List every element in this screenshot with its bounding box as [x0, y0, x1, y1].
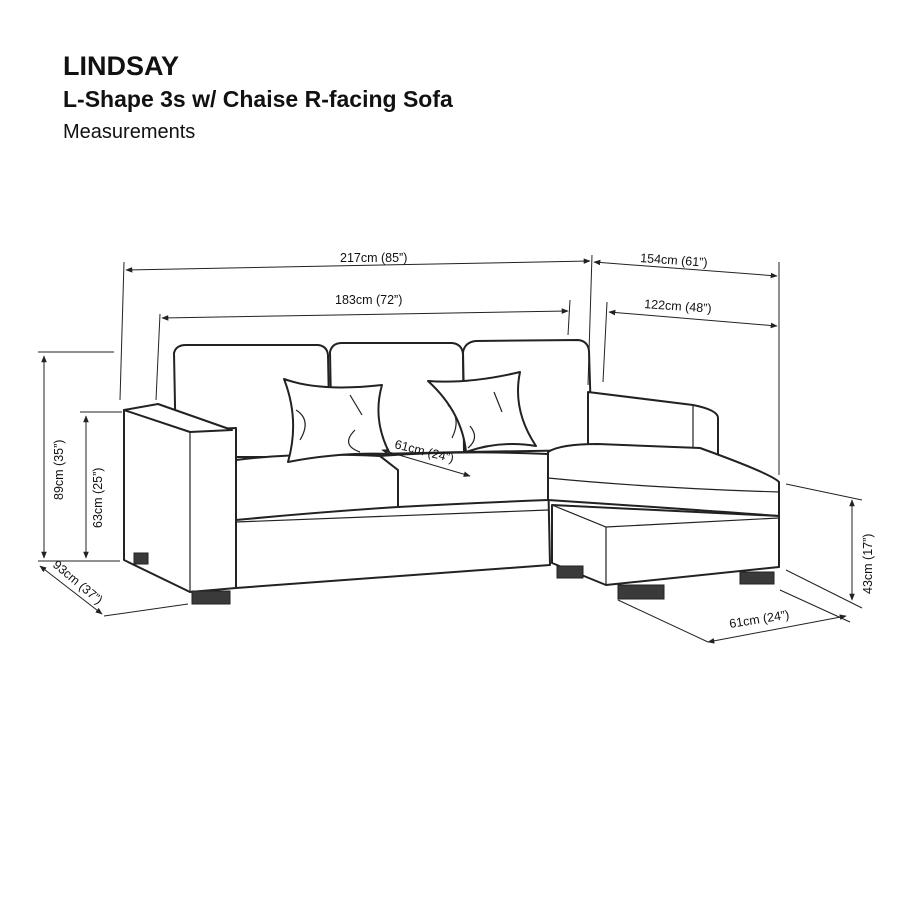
dim-arm-height-label: 63cm (25”) [91, 468, 105, 528]
ext-line-mid-inner [567, 299, 571, 336]
product-title: LINDSAY [63, 51, 180, 81]
ext-line-seat-height-top [785, 483, 863, 501]
seat-base-line [235, 509, 549, 523]
leg-back-left [133, 552, 149, 565]
ext-line-seat-height-bottom [785, 569, 863, 609]
ext-line-depth-front [103, 603, 189, 617]
ext-line-chaise-inner [602, 301, 608, 383]
sofa-illustration [123, 339, 780, 605]
dim-chaise-length-label: 154cm (61”) [640, 251, 708, 270]
leg-chaise-front-right [739, 571, 775, 585]
ext-line-chaise-width-left [617, 599, 709, 643]
dim-overall-height-label: 89cm (35”) [52, 440, 66, 500]
dim-chaise-length-line [593, 259, 778, 279]
dim-chaise-inner-line [608, 309, 778, 329]
dim-chaise-width-line [707, 614, 847, 644]
dim-overall-depth-label: 93cm (37”) [50, 558, 105, 608]
pillow-left-folds [295, 394, 363, 453]
dim-chaise-inner-label: 122cm (48”) [644, 297, 712, 316]
leg-chaise-front-left [617, 584, 665, 600]
pillow-right [427, 371, 537, 453]
leg-front-left [191, 590, 231, 605]
dim-seat-width-line [161, 308, 569, 321]
left-arm-front [123, 409, 237, 593]
ext-line-left-inner [155, 313, 161, 401]
dim-seat-height-label: 43cm (17”) [861, 534, 875, 594]
leg-chaise-back [556, 565, 584, 579]
product-subtitle: L-Shape 3s w/ Chaise R-facing Sofa [63, 86, 453, 112]
pillow-right-folds [447, 391, 503, 449]
ext-line-left-outer [119, 261, 125, 401]
dim-seat-depth-line [381, 449, 471, 477]
dim-overall-width-line [125, 258, 591, 273]
ext-line-mid-outer [587, 254, 593, 386]
header: LINDSAY L-Shape 3s w/ Chaise R-facing So… [63, 50, 453, 146]
dim-overall-depth-line [39, 565, 103, 615]
dim-overall-width-label: 217cm (85”) [340, 251, 407, 265]
measurements-caption: Measurements [63, 121, 196, 143]
chaise-base [551, 504, 780, 586]
chaise-cushion [547, 443, 780, 517]
seat-cushion-middle [379, 451, 549, 508]
dim-chaise-width-label: 61cm (24”) [728, 608, 790, 631]
chaise-cushion-seam [547, 477, 780, 493]
left-arm-top [123, 403, 233, 433]
dim-seat-width-label: 183cm (72”) [335, 293, 402, 307]
pillow-left [283, 378, 391, 463]
